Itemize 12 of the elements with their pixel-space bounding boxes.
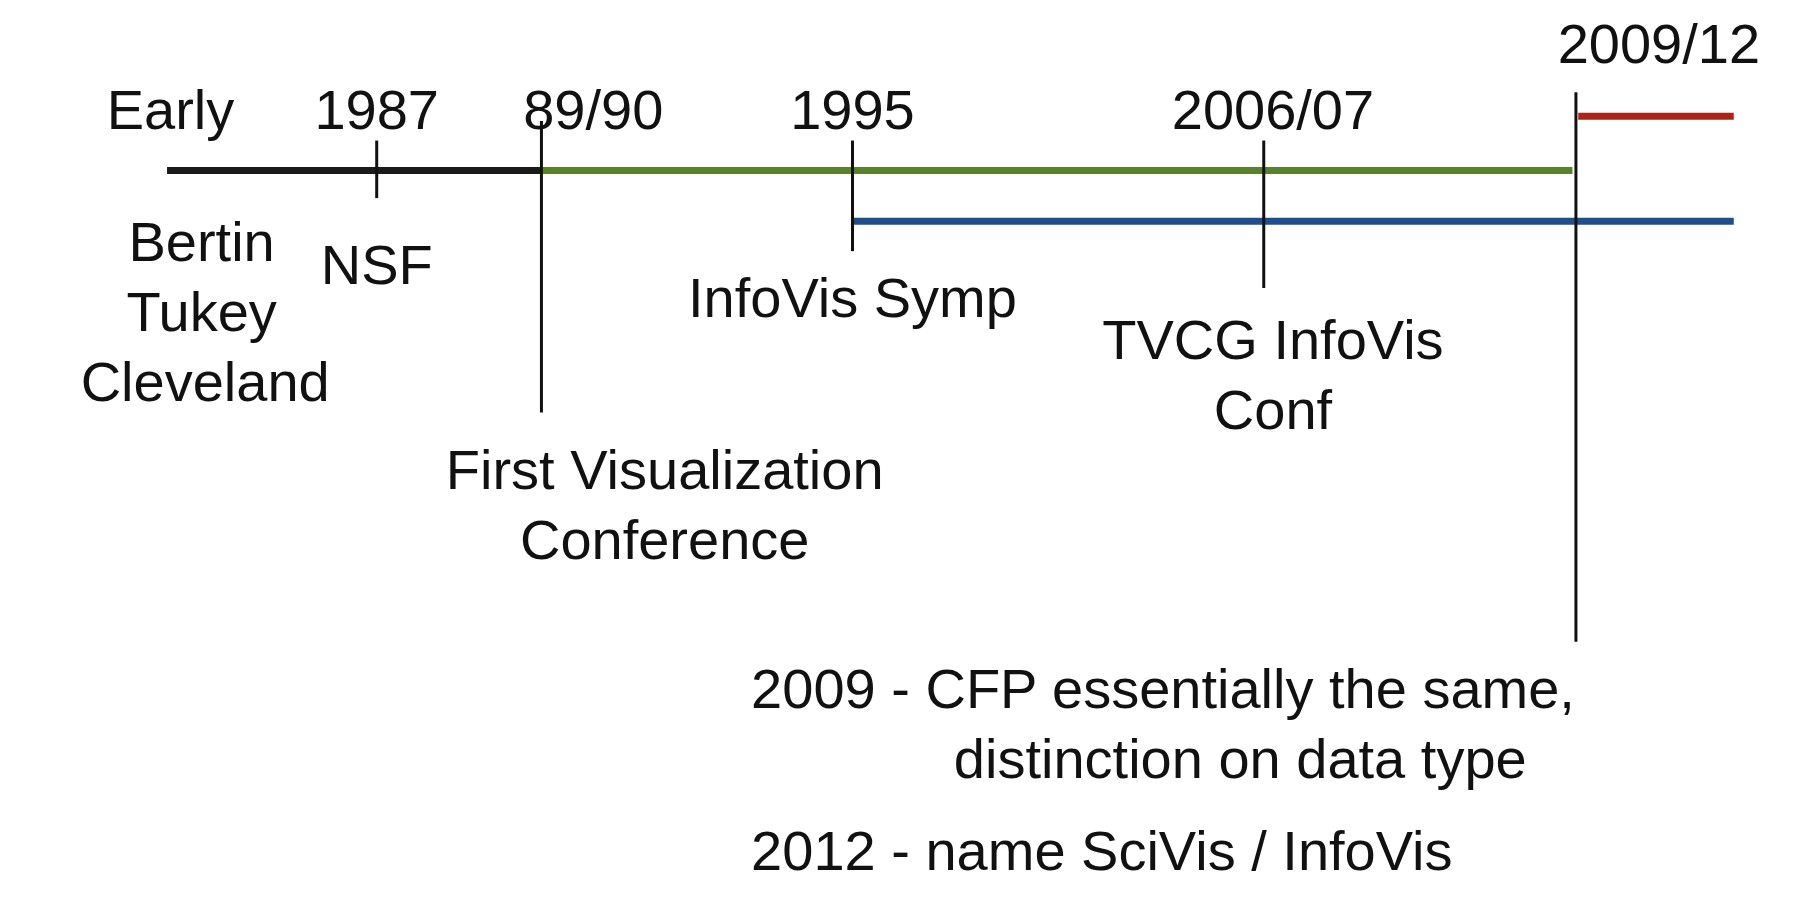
year-label: 2009/12 bbox=[1557, 11, 1761, 78]
year-label: 1995 bbox=[790, 76, 915, 143]
year-label: 1987 bbox=[314, 76, 439, 143]
year-label: 89/90 bbox=[523, 76, 664, 143]
event-label: NSF bbox=[320, 232, 433, 299]
note-text: 2009 - CFP essentially the same, distinction on data type bbox=[751, 656, 1576, 793]
event-label: InfoVis Symp bbox=[688, 264, 1017, 331]
year-label: 2006/07 bbox=[1171, 76, 1375, 143]
event-label: First Visualization Conference bbox=[444, 437, 885, 574]
event-label: TVCG InfoVis Conf bbox=[1101, 307, 1445, 444]
period-label: Early bbox=[106, 76, 235, 143]
note-text: 2012 - name SciVis / InfoVis bbox=[751, 817, 1453, 884]
